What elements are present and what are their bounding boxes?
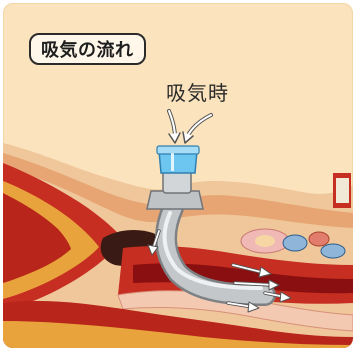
inspiration-caption: 吸気時 — [166, 81, 229, 105]
vessel-red — [309, 232, 329, 246]
connector-body — [163, 171, 191, 193]
right-edge-bone — [336, 178, 349, 203]
right-structure-1-core — [255, 235, 275, 247]
connector-rim — [157, 146, 199, 154]
illustration-panel: 吸気の流れ 吸気時 — [3, 3, 353, 348]
cap-highlight — [171, 153, 174, 171]
vessel-blue — [283, 235, 307, 251]
diagram-title: 吸気の流れ — [29, 33, 146, 65]
vessel-blue-2 — [321, 244, 345, 258]
airflow-arrow — [187, 115, 211, 137]
